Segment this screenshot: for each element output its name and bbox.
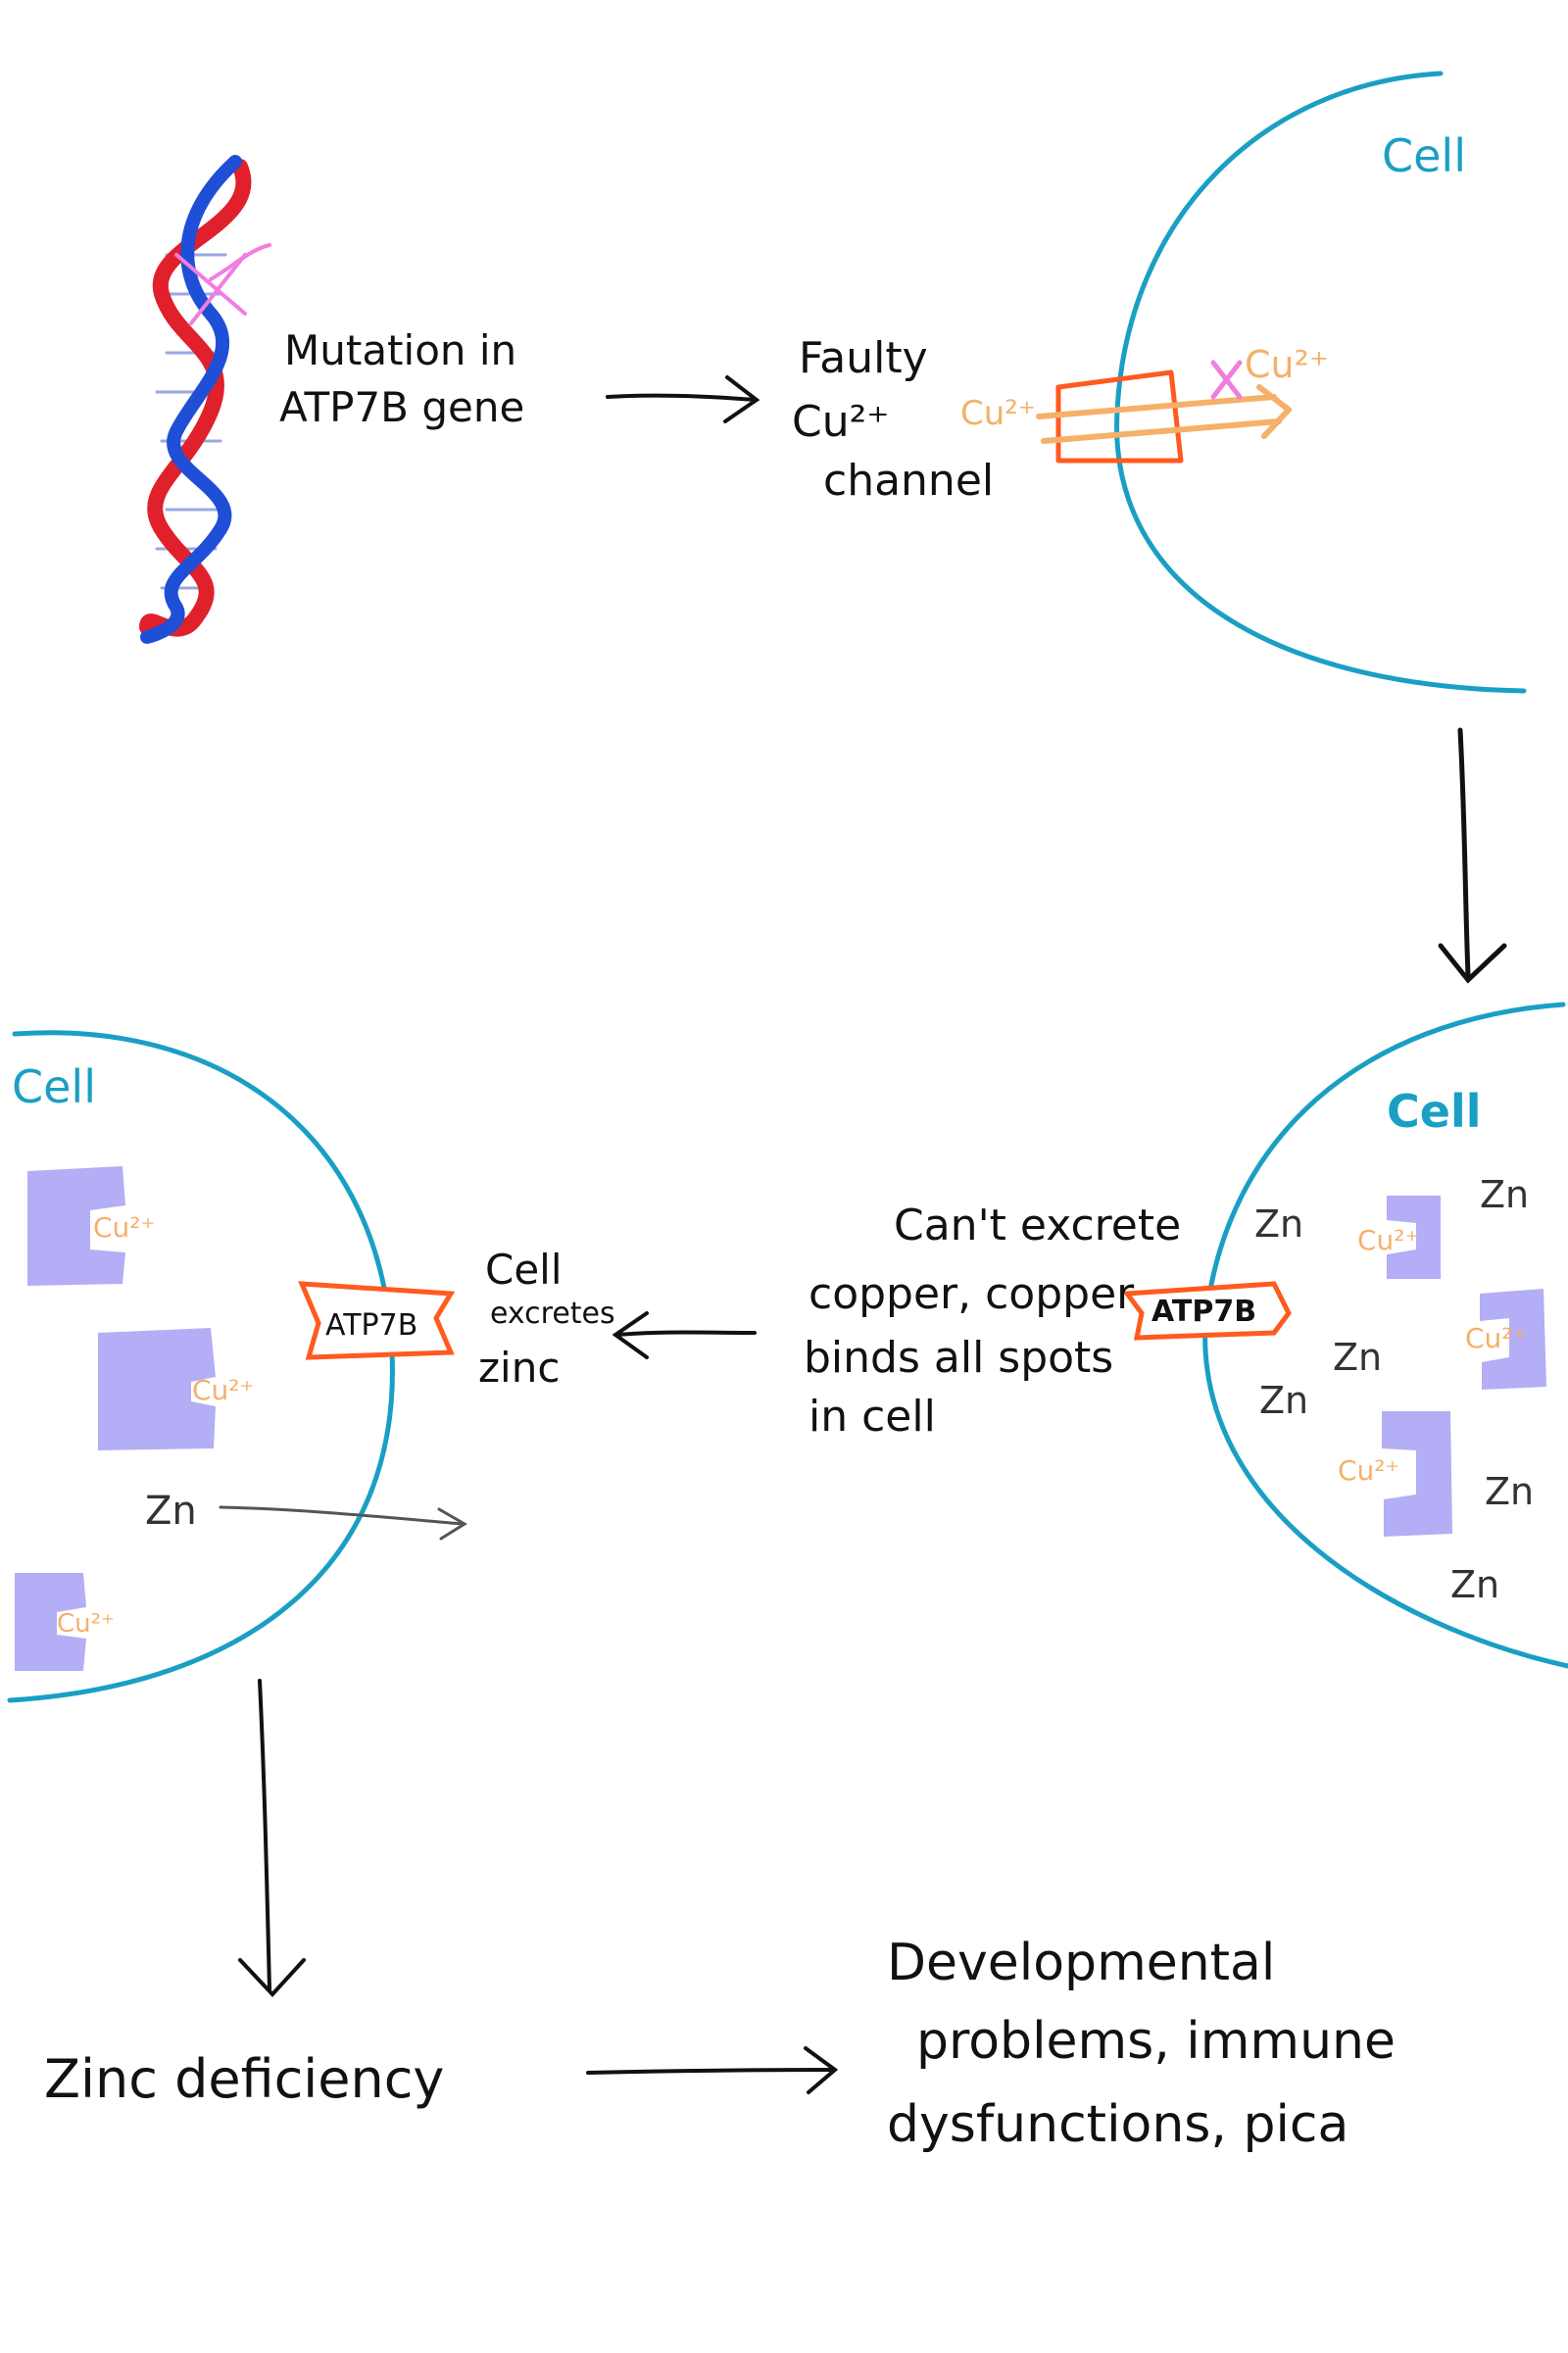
effects-line2: problems, immune [916, 2012, 1396, 2071]
protein-blob-icon [98, 1328, 216, 1450]
atp7b-channel-icon [1122, 1281, 1292, 1341]
cant-excrete-line3: binds all spots [804, 1333, 1113, 1383]
cell-excretes-zinc-label: Cell excretes zinc [478, 1246, 620, 1392]
cu-bound-label: Cu²⁺ [93, 1211, 155, 1244]
cu-ion-outside: Cu²⁺ [1245, 343, 1329, 386]
cant-excrete-line4: in cell [808, 1392, 936, 1442]
zn-label: Zn [1333, 1336, 1382, 1379]
cu-ion-inside: Cu²⁺ [960, 394, 1036, 433]
atp7b-channel-icon [298, 1281, 456, 1360]
protein-blob-icon [1480, 1289, 1546, 1390]
mutation-label-line2: ATP7B gene [279, 383, 524, 431]
effects-line1: Developmental [887, 1934, 1275, 1992]
cu-bound-label: Cu²⁺ [1357, 1224, 1419, 1256]
mutation-label-line1: Mutation in [284, 326, 516, 374]
zn-label: Zn [1259, 1379, 1308, 1422]
zn-label: Zn [1485, 1470, 1534, 1513]
excretes-line1: Cell [485, 1246, 563, 1294]
zinc-deficiency-label: Zinc deficiency [44, 2048, 444, 2110]
dna-helix-icon [139, 155, 271, 644]
cu-bound-label: Cu²⁺ [57, 1609, 115, 1639]
faulty-label-line2: Cu²⁺ [792, 397, 889, 447]
cell-label: Cell [12, 1060, 96, 1113]
faulty-label-line1: Faulty [799, 333, 928, 383]
zn-label: Zn [1480, 1173, 1529, 1216]
protein-blob-icon [27, 1166, 125, 1286]
cant-excrete-label: Can't excrete copper, copper binds all s… [804, 1201, 1195, 1442]
effects-line3: dysfunctions, pica [887, 2095, 1348, 2154]
atp7b-label: ATP7B [325, 1308, 417, 1343]
cell-label: Cell [1382, 129, 1466, 182]
cu-bound-label: Cu²⁺ [192, 1374, 254, 1406]
excretes-line3: zinc [478, 1344, 560, 1392]
cell-middle-left: Cell ATP7B Cu²⁺ Cu²⁺ Cu²⁺ Zn [7, 1030, 467, 1703]
zn-label: Zn [145, 1489, 197, 1534]
arrow-mutation-to-channel [606, 375, 760, 423]
mutation-label: Mutation in ATP7B gene [279, 326, 530, 431]
cu-bound-label: Cu²⁺ [1338, 1454, 1399, 1487]
cell-top-right: Cell Cu²⁺ Cu²⁺ [960, 71, 1527, 694]
protein-blob-icon [1382, 1411, 1452, 1537]
cu-bound-label: Cu²⁺ [1465, 1322, 1527, 1354]
zn-label: Zn [1254, 1202, 1303, 1246]
protein-blob-icon [15, 1573, 86, 1671]
cant-excrete-line1: Can't excrete [894, 1201, 1181, 1250]
arrow-left-middle [612, 1311, 757, 1359]
zn-label: Zn [1450, 1563, 1499, 1606]
faulty-channel-label: Faulty Cu²⁺ channel [792, 333, 994, 506]
arrow-down-right [1438, 727, 1507, 984]
cell-middle-right: Cell ATP7B Cu²⁺ Cu²⁺ Cu²⁺ Zn Zn Zn Zn Zn… [1122, 1002, 1568, 1669]
faulty-label-line3: channel [823, 456, 994, 506]
faulty-channel-icon [1036, 360, 1292, 464]
cell-label: Cell [1387, 1085, 1482, 1138]
cant-excrete-line2: copper, copper [808, 1269, 1135, 1319]
zn-exit-arrow [219, 1505, 467, 1541]
effects-label: Developmental problems, immune dysfuncti… [887, 1934, 1412, 2154]
atp7b-label: ATP7B [1152, 1295, 1256, 1329]
excretes-line2: excretes [490, 1297, 615, 1331]
arrow-down-left [238, 1679, 306, 1997]
protein-blob-icon [1387, 1196, 1441, 1279]
arrow-to-effects [586, 2046, 839, 2094]
